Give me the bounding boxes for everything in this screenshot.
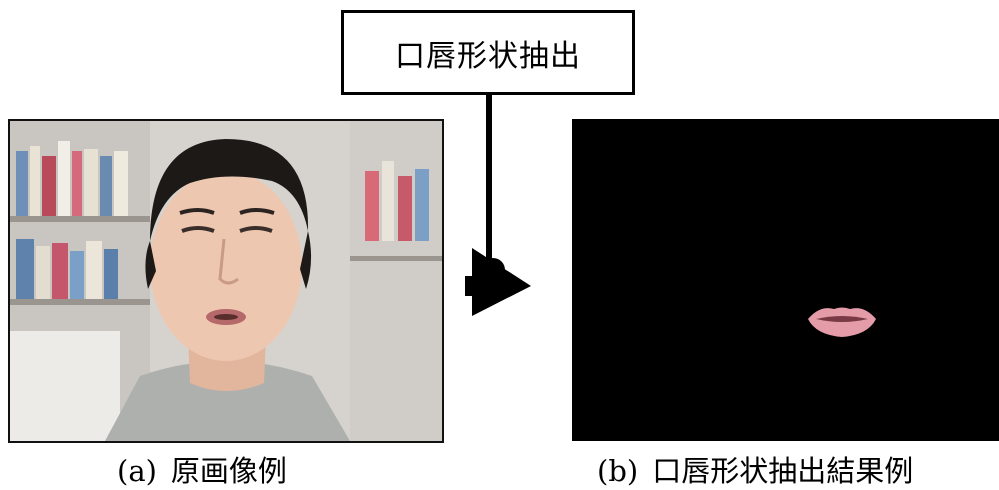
- caption-a: (a) 原画像例: [117, 448, 287, 490]
- caption-a-text: 原画像例: [170, 454, 287, 488]
- process-box: 口唇形状抽出: [341, 10, 635, 95]
- extracted-lip-illustration: [808, 307, 876, 337]
- extracted-result-image: [572, 119, 999, 441]
- original-image: [8, 119, 444, 443]
- caption-a-tag: (a): [117, 454, 157, 488]
- caption-b-tag: (b): [597, 454, 639, 488]
- caption-b: (b) 口唇形状抽出結果例: [597, 448, 913, 490]
- caption-b-text: 口唇形状抽出結果例: [652, 454, 914, 488]
- process-label: 口唇形状抽出: [395, 38, 581, 74]
- arrow-head-icon: [472, 248, 531, 316]
- original-image-illustration: [10, 121, 442, 441]
